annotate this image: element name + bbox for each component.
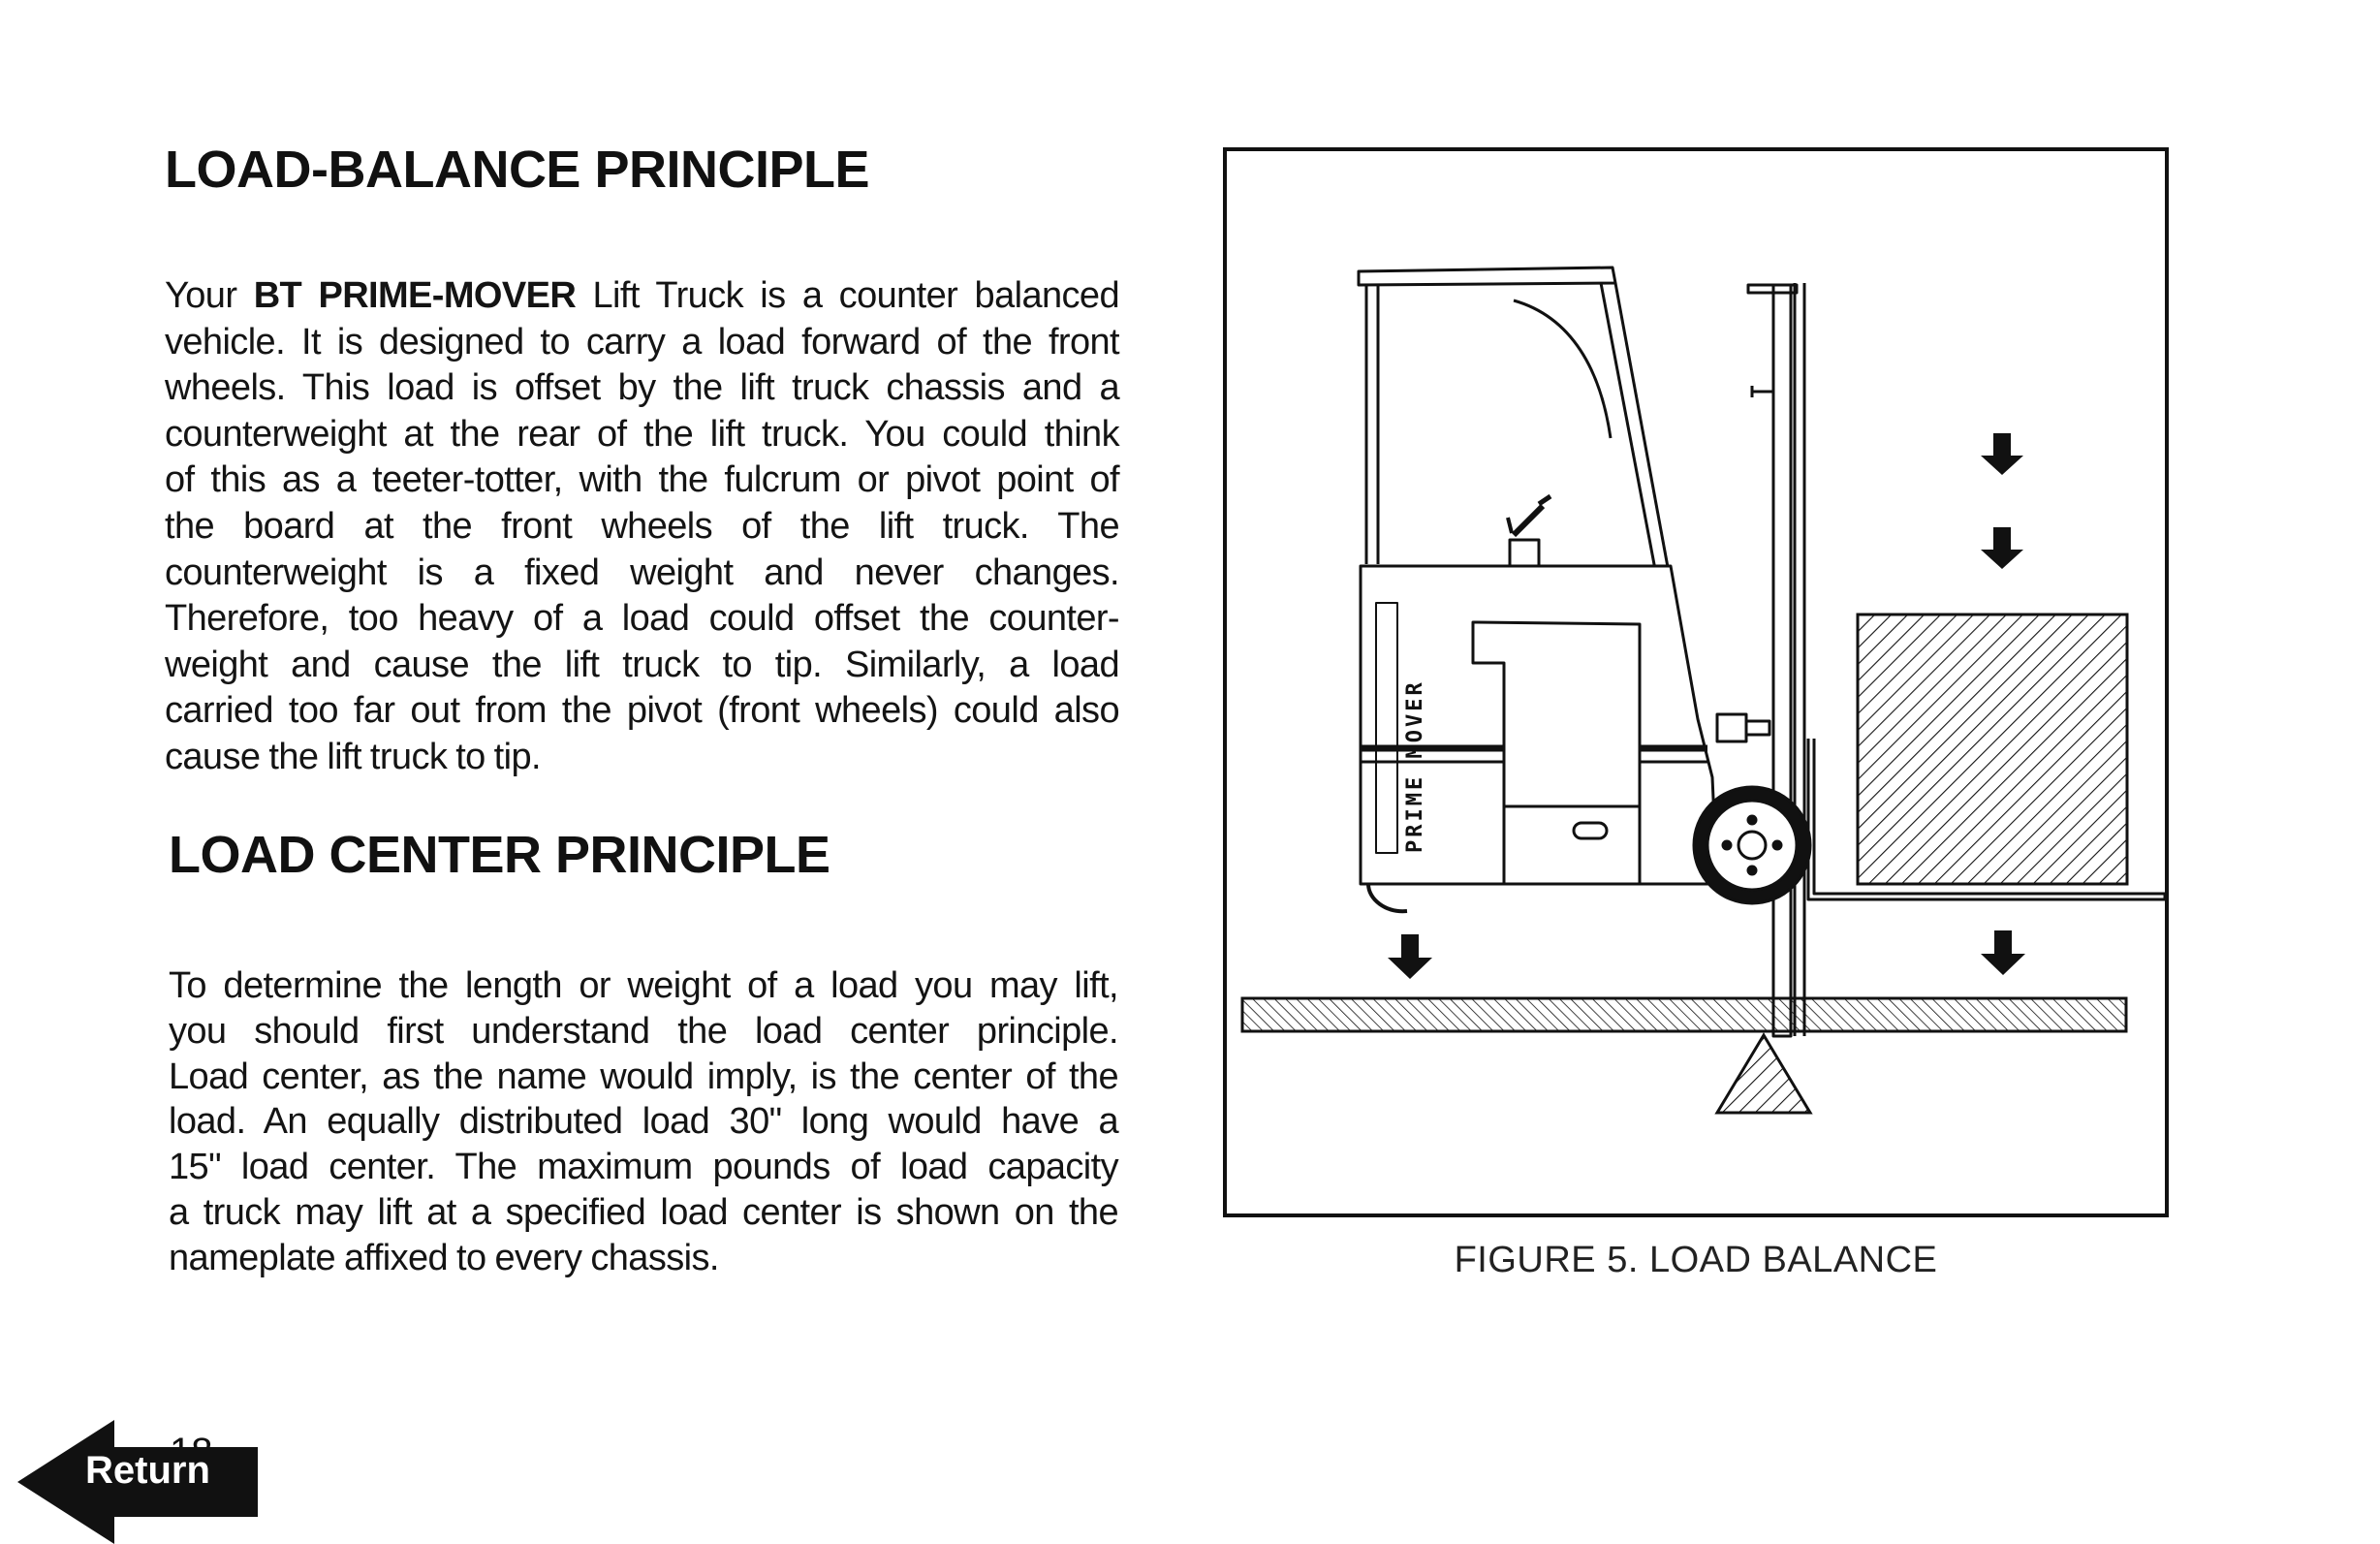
section-heading-load-balance: LOAD-BALANCE PRINCIPLE	[165, 141, 870, 199]
paragraph-line: wheels. This load is offset by the lift …	[165, 367, 1120, 409]
fulcrum-pivot	[1714, 1032, 1813, 1115]
paragraph-line: the board at the front wheels of the lif…	[165, 505, 1120, 547]
return-label: Return	[85, 1449, 210, 1492]
paragraph-line-text: Lift Truck is a counter balanced	[592, 275, 1120, 316]
paragraph-line: you should first understand the load cen…	[169, 1010, 1119, 1052]
brand-name: BT PRIME-MOVER	[253, 275, 577, 316]
paragraph-line: Load center, as the name would imply, is…	[169, 1056, 1119, 1097]
paragraph-line: a truck may lift at a specified load cen…	[169, 1191, 1119, 1233]
back-arrow-icon	[17, 1420, 258, 1544]
forklift-drawing	[1357, 266, 2167, 1038]
down-arrow-icon	[1981, 527, 2023, 569]
paragraph-line: vehicle. It is designed to carry a load …	[165, 321, 1120, 362]
paragraph-line: carried too far out from the pivot (fron…	[165, 690, 1120, 732]
paragraph-line: Your BT PRIME-MOVER Lift Truck is a coun…	[165, 273, 1120, 320]
return-button[interactable]: Return	[17, 1420, 260, 1544]
paragraph-line: Therefore, too heavy of a load could off…	[165, 598, 1120, 640]
paragraph-line: To determine the length or weight of a l…	[169, 965, 1119, 1006]
down-arrow-icon	[1981, 930, 2025, 975]
load-balance-paragraph: Your BT PRIME-MOVER Lift Truck is a coun…	[165, 273, 1120, 781]
truck-side-label: PRIME MOVER	[1403, 679, 1427, 853]
figure-caption: FIGURE 5. LOAD BALANCE	[1454, 1240, 1938, 1280]
paragraph-line: cause the lift truck to tip.	[165, 736, 542, 777]
paragraph-line: load. An equally distributed load 30" lo…	[169, 1101, 1119, 1143]
load-balance-illustration: PRIME MOVER	[1240, 266, 2167, 1115]
load-box	[1856, 613, 2129, 886]
paragraph-line: counterweight is a fixed weight and neve…	[165, 551, 1120, 593]
figure-frame	[1223, 147, 2169, 1217]
load-center-paragraph: To determine the length or weight of a l…	[169, 963, 1119, 1281]
teeter-board	[1240, 996, 2128, 1033]
paragraph-line: nameplate affixed to every chassis.	[169, 1237, 719, 1278]
down-arrow-icon	[1981, 433, 2023, 475]
paragraph-line: weight and cause the lift truck to tip. …	[165, 644, 1120, 685]
paragraph-line: 15" load center. The maximum pounds of l…	[169, 1147, 1119, 1188]
paragraph-line: of this as a teeter-totter, with the ful…	[165, 459, 1120, 501]
paragraph-line-text: Your	[165, 275, 237, 316]
down-arrow-icon	[1388, 934, 1432, 979]
paragraph-line: counterweight at the rear of the lift tr…	[165, 413, 1120, 455]
section-heading-load-center: LOAD CENTER PRINCIPLE	[169, 826, 830, 884]
